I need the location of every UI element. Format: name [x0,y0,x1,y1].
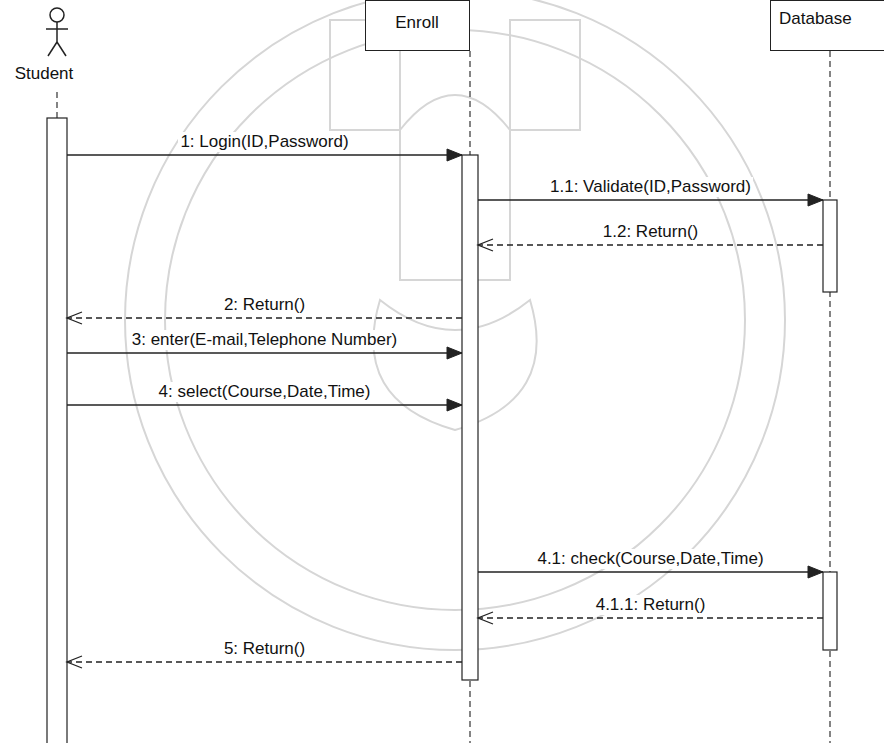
lifeline [56,92,57,118]
filled-arrowhead [447,399,462,411]
message-label: 4: select(Course,Date,Time) [157,382,373,402]
message-label: 4.1: check(Course,Date,Time) [535,549,765,569]
filled-arrowhead [447,149,462,161]
activation-bars [47,118,837,743]
message-label: 3: enter(E-mail,Telephone Number) [130,330,400,350]
message-line [478,617,823,618]
message-line [478,244,823,245]
object-name: Enroll [395,13,438,33]
object-box: Database [770,0,884,51]
activation-bar [462,155,478,680]
open-arrowhead [67,656,82,668]
filled-arrowhead [447,347,462,359]
message-label: 1: Login(ID,Password) [178,132,350,152]
actor-name: Student [15,64,74,84]
message-label: 4.1.1: Return() [594,595,708,615]
actor-figure [42,2,72,62]
open-arrowhead [478,612,493,624]
message-line [67,154,462,155]
filled-arrowhead [808,194,823,206]
message-label: 1.2: Return() [601,222,700,242]
activation-bar [823,572,837,650]
activation-bar [47,118,67,743]
filled-arrowhead [808,566,823,578]
message-line [67,352,462,353]
activation-bar [823,200,837,292]
open-arrowhead [478,239,493,251]
lifelines [57,51,830,743]
message-label: 2: Return() [222,295,307,315]
actor: Student [0,0,100,90]
message-line [478,571,823,572]
message-label: 5: Return() [222,639,307,659]
message-line [478,199,823,200]
object-name: Database [779,9,852,29]
watermark-emblem [125,0,785,650]
message-line [67,661,462,662]
object-box: Enroll [365,0,470,51]
message-label: 1.1: Validate(ID,Password) [548,177,753,197]
message-line [67,404,462,405]
open-arrowhead [67,312,82,324]
message-line [67,317,462,318]
